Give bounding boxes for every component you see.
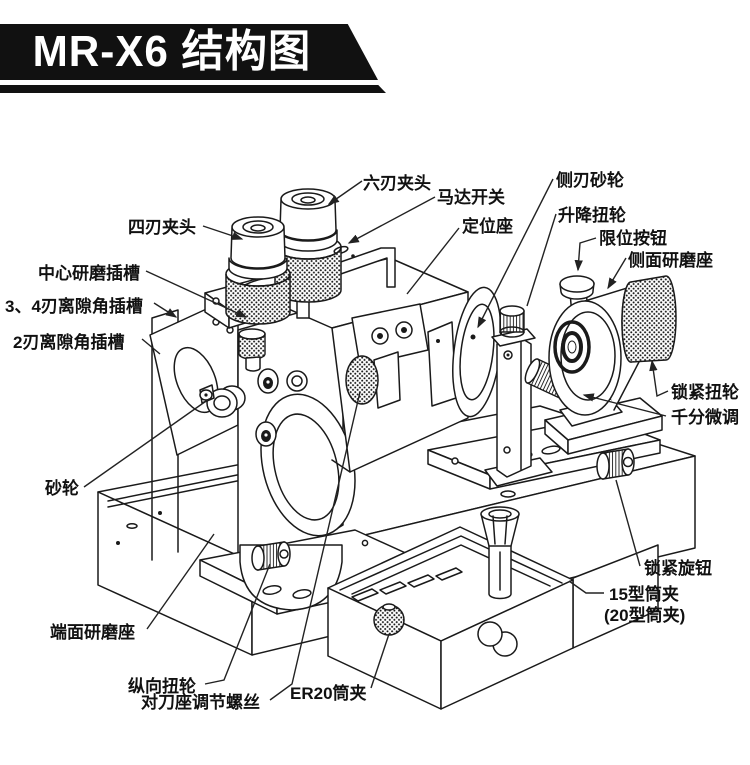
- lock-knob-wheel: [596, 448, 635, 480]
- page-title: MR-X6 结构图: [32, 27, 312, 76]
- longitudinal-wheel-knob: [251, 541, 291, 571]
- label-er20-collet: ER20筒夹: [290, 683, 367, 703]
- label-positioning-seat: 定位座: [462, 216, 513, 236]
- label-side-edge-wheel: 侧刃砂轮: [556, 170, 624, 190]
- label-six-flute-chuck: 六刃夹头: [363, 173, 431, 193]
- label-relief-slot-2: 2刃离隙角插槽: [13, 332, 124, 352]
- label-collet-15: 15型筒夹: [609, 584, 679, 604]
- label-lock-knob: 锁紧旋钮: [644, 558, 712, 578]
- label-tool-seat-screw: 对刀座调节螺丝: [141, 692, 260, 712]
- label-lock-wheel: 锁紧扭轮: [671, 382, 739, 402]
- title-banner: MR-X6 结构图: [0, 24, 378, 80]
- label-longitudinal-wheel: 纵向扭轮: [128, 676, 196, 696]
- label-motor-switch: 马达开关: [437, 187, 505, 207]
- label-face-grinding-seat: 端面研磨座: [50, 622, 135, 642]
- leader-lines: [83, 178, 669, 701]
- er20-collet-part: [373, 603, 405, 636]
- label-limit-button: 限位按钮: [599, 228, 667, 248]
- main-body: [251, 245, 469, 473]
- label-side-grinding-seat: 侧面研磨座: [628, 250, 713, 270]
- label-grinding-wheel: 砂轮: [45, 478, 79, 498]
- title-underline: [0, 85, 386, 93]
- label-center-grinding-slot: 中心研磨插槽: [38, 263, 140, 283]
- label-micro-adjust: 千分微调: [671, 407, 739, 427]
- label-lift-wheel: 升降扭轮: [558, 205, 626, 225]
- label-relief-slot-34: 3、4刃离隙角插槽: [5, 296, 143, 316]
- lift-wheel-knob: [499, 305, 525, 338]
- side-grinding-seat-assembly: [544, 275, 677, 455]
- label-four-flute-chuck: 四刃夹头: [128, 217, 196, 237]
- six-flute-chuck-part: [274, 188, 342, 303]
- labels-layer: 六刃夹头 马达开关 定位座 侧刃砂轮 升降扭轮 限位按钮 侧面研磨座 四刃夹头 …: [5, 170, 739, 712]
- label-collet-20: (20型筒夹): [604, 605, 685, 625]
- collet-15-part: [480, 506, 520, 600]
